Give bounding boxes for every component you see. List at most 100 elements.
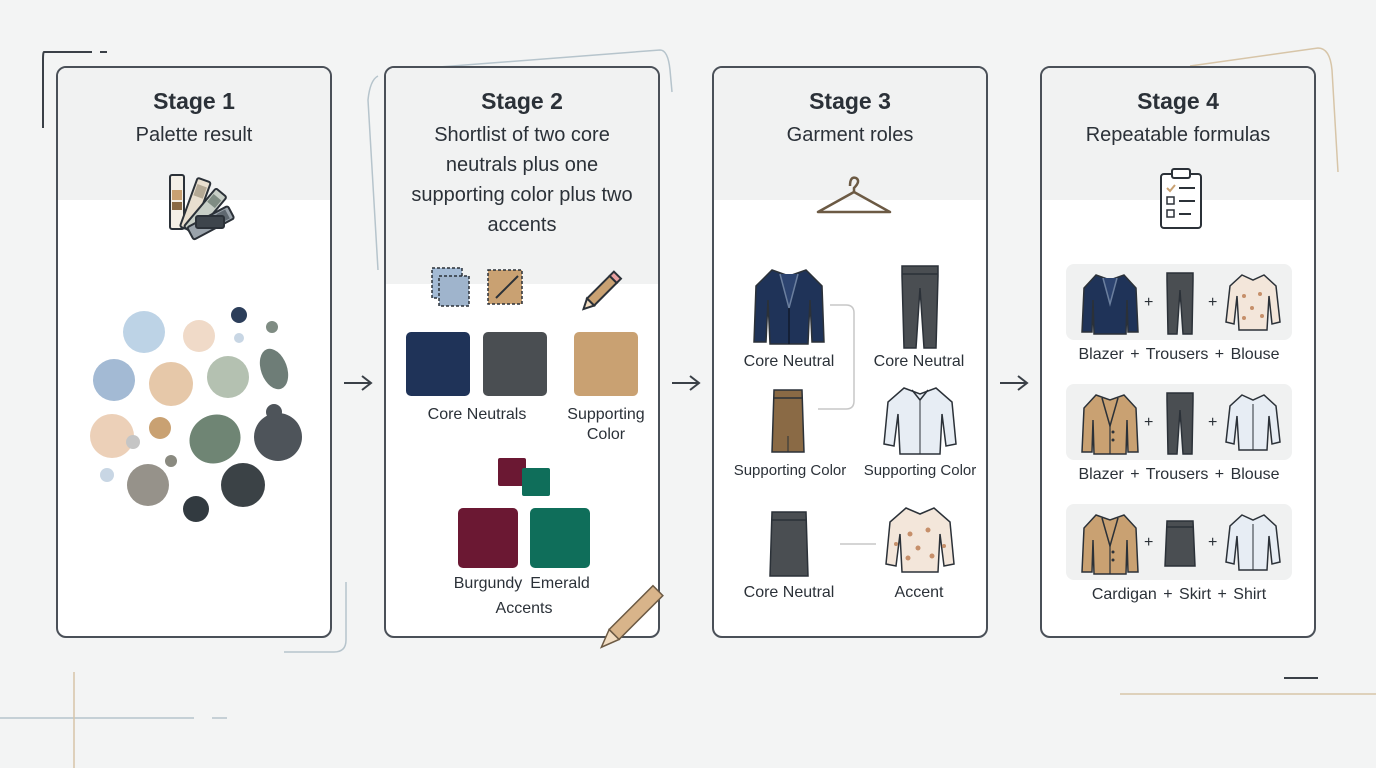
palette-dot	[93, 359, 135, 401]
plus-sign: +	[1214, 346, 1225, 363]
palette-dot	[266, 404, 282, 420]
arrow-right-icon	[344, 375, 373, 391]
plus-sign: +	[1144, 294, 1154, 311]
accents-label: Accents	[495, 600, 553, 617]
formula-item: Blouse	[1230, 346, 1280, 363]
formula-1-label: Blazer + Trousers + Blouse	[1042, 346, 1314, 364]
accent-emerald-label: Emerald	[530, 575, 590, 592]
skirt-role-label: Supporting Color	[733, 462, 847, 479]
core-neutral-charcoal-swatch	[483, 332, 547, 396]
stage-2-header	[386, 68, 658, 284]
palette-dot	[254, 413, 302, 461]
pencil-skirt-role-label: Core Neutral	[743, 584, 835, 601]
palette-dot	[234, 333, 244, 343]
palette-dot	[266, 321, 278, 333]
core-neutrals-label: Core Neutrals	[427, 406, 527, 423]
palette-dot	[149, 362, 193, 406]
formula-item: Blazer	[1078, 346, 1124, 363]
stage-3-subtitle: Garment roles	[786, 124, 914, 146]
stage-1-subtitle: Palette result	[135, 124, 253, 146]
accent-burgundy-label: Burgundy	[453, 575, 523, 592]
formula-item: Shirt	[1233, 586, 1267, 603]
stage-1-header	[58, 68, 330, 200]
supporting-color-label-line-2: Color	[586, 426, 626, 443]
palette-dot	[123, 311, 165, 353]
formula-item: Trousers	[1145, 466, 1209, 483]
stage-4-title: Stage 4	[1137, 88, 1219, 114]
palette-dot	[127, 464, 169, 506]
supporting-color-camel-swatch	[574, 332, 638, 396]
trousers-role-label: Core Neutral	[873, 353, 965, 370]
camel-cardigan-icon	[1081, 514, 1139, 575]
formula-item: Skirt	[1179, 586, 1212, 603]
pencil-decoration-icon	[599, 584, 664, 649]
charcoal-skirt-icon	[1164, 520, 1196, 567]
navy-blazer-icon	[753, 269, 825, 345]
formula-item: Cardigan	[1091, 586, 1157, 603]
formula-item: Blouse	[1230, 466, 1280, 483]
palette-dot	[189, 414, 241, 464]
palette-dot	[231, 307, 247, 323]
stage-4-subtitle: Repeatable formulas	[1085, 124, 1271, 146]
patterned-blouse-icon	[885, 507, 955, 573]
charcoal-trousers-icon	[1166, 392, 1194, 455]
blouse-role-label: Accent	[894, 584, 944, 601]
stage-2-card: Stage 2 Shortlist of two core neutrals p…	[384, 66, 660, 638]
plus-sign: +	[1144, 414, 1154, 431]
stage-3-header	[714, 68, 986, 200]
palette-dot	[183, 320, 215, 352]
arrow-right-icon	[672, 375, 701, 391]
camel-cardigan-icon	[1081, 394, 1139, 455]
palette-dot	[126, 435, 140, 449]
palette-dot	[90, 414, 134, 458]
plus-sign: +	[1144, 534, 1154, 551]
patterned-blouse-icon	[1225, 274, 1281, 331]
light-shirt-icon	[1225, 394, 1281, 451]
stage-3-card: Stage 3 Garment roles Core Neutral Core …	[712, 66, 988, 638]
plus-sign: +	[1217, 586, 1227, 603]
navy-blazer-icon	[1081, 274, 1139, 335]
accent-emerald-swatch	[530, 508, 590, 568]
stage-1-title: Stage 1	[153, 88, 235, 114]
charcoal-trousers-icon	[1166, 272, 1194, 335]
palette-dot	[259, 348, 289, 390]
stage-1-card: Stage 1 Palette result	[56, 66, 332, 638]
connector-lines	[818, 304, 876, 545]
palette-dot	[207, 356, 249, 398]
palette-dot	[221, 463, 265, 507]
plus-sign: +	[1130, 346, 1140, 363]
stage-2-subtitle: Shortlist of two core neutrals plus one …	[411, 124, 633, 236]
core-neutral-navy-swatch	[406, 332, 470, 396]
palette-dots-cluster	[90, 307, 302, 522]
clipboard-checklist-icon	[1160, 168, 1202, 229]
shirt-role-label: Supporting Color	[863, 462, 977, 479]
hanger-icon	[816, 176, 892, 214]
pencil-icon	[581, 270, 623, 311]
color-fan-icon	[169, 174, 235, 241]
blazer-role-label: Core Neutral	[743, 353, 835, 370]
light-shirt-icon	[1225, 514, 1281, 571]
plus-sign: +	[1214, 466, 1225, 483]
charcoal-trousers-icon	[901, 265, 939, 349]
charcoal-pencil-skirt-icon	[769, 511, 809, 577]
formula-item: Trousers	[1145, 346, 1209, 363]
plus-sign: +	[1208, 294, 1218, 311]
accent-burgundy-mini-swatch	[498, 458, 526, 486]
plus-sign: +	[1208, 534, 1218, 551]
fabric-swatches-icon	[431, 267, 523, 307]
stage-4-card: Stage 4 Repeatable formulas + + Blazer +…	[1040, 66, 1316, 638]
formula-2-label: Blazer + Trousers + Blouse	[1042, 466, 1314, 484]
palette-dot	[100, 468, 114, 482]
stage-3-title: Stage 3	[809, 88, 891, 114]
accent-burgundy-swatch	[458, 508, 518, 568]
palette-dot	[165, 455, 177, 467]
palette-dot	[149, 417, 171, 439]
brown-skirt-icon	[771, 389, 805, 453]
stage-2-title: Stage 2	[481, 88, 563, 114]
light-shirt-icon	[883, 387, 957, 455]
formula-item: Blazer	[1078, 466, 1124, 483]
plus-sign: +	[1208, 414, 1218, 431]
plus-sign: +	[1130, 466, 1140, 483]
plus-sign: +	[1163, 586, 1173, 603]
